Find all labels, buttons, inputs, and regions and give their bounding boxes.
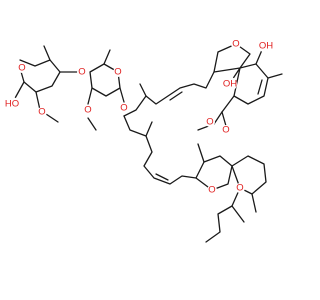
atom-o-lactone-ester: O xyxy=(222,125,229,136)
atom-o-glyco-1: O xyxy=(78,67,85,78)
atom-o-lactone-carbonyl: O xyxy=(206,117,213,128)
bond-sugar1-oh xyxy=(13,81,25,101)
bond-spiro-methyl xyxy=(251,193,257,213)
bond-chain-lower xyxy=(123,115,197,185)
bond-chain-methyl-upper xyxy=(139,83,147,97)
bond-oh-top xyxy=(255,49,263,65)
bond-to-lactone xyxy=(221,95,235,113)
bond-double-1 xyxy=(169,91,183,101)
atom-o-ome-oleandrose: O xyxy=(84,105,91,116)
benzofuran-unit xyxy=(213,43,283,113)
atom-o-pyran-ring: O xyxy=(18,63,25,74)
macrolide-backbone xyxy=(123,71,215,185)
atom-o-spiro-1: O xyxy=(208,185,215,196)
bond-sugar1-ome-me xyxy=(45,113,59,123)
atom-o-spiro-2: O xyxy=(236,183,243,194)
terminal-sugar xyxy=(13,45,79,123)
bond-furan-ring xyxy=(213,43,251,73)
bond-spiro-to-macro xyxy=(197,143,205,163)
bond-lactone-c xyxy=(213,111,223,125)
atom-oh-top-right: OH xyxy=(259,41,273,52)
atom-o-ome-sugar: O xyxy=(38,107,45,118)
bond-sugar2-to-glyco xyxy=(119,87,125,103)
bond-sugar2-methyl xyxy=(103,49,111,65)
structure-diagram: O HO O O O O O OH OH O O O O xyxy=(5,39,283,243)
bond-sugar2-ome-me xyxy=(87,117,97,131)
atom-o-glyco-2: O xyxy=(120,103,127,114)
molecule-canvas: O HO O O O O O OH OH O O O O xyxy=(4,38,283,243)
atom-oh-bridge: OH xyxy=(223,79,237,90)
bond-sugar1-ome xyxy=(35,91,41,111)
atom-ho-sugar: HO xyxy=(5,99,19,110)
bond-sugar1-a xyxy=(19,59,61,93)
atom-labels: O HO O O O O O OH OH O O O O xyxy=(5,39,273,196)
bond-sec-butyl-methyl xyxy=(231,205,245,223)
bond-sugar2-ome xyxy=(87,87,93,105)
atom-o-oleandrose-ring: O xyxy=(114,67,121,78)
bond-chain-methyl-lower xyxy=(145,121,153,137)
oleandrose-sugar xyxy=(87,49,125,131)
atom-o-furan: O xyxy=(232,39,239,50)
bond-double-2 xyxy=(155,173,169,181)
spiroketal-unit xyxy=(195,143,267,243)
bond-cyclohexene-methyl xyxy=(267,73,283,79)
bond-sec-butyl xyxy=(205,187,241,243)
bond-cyclohexene-double xyxy=(257,79,263,95)
bond-lactone-c2 xyxy=(221,111,227,127)
bond-chain-upper xyxy=(123,71,215,117)
bond-sugar1-methyl xyxy=(43,45,51,61)
